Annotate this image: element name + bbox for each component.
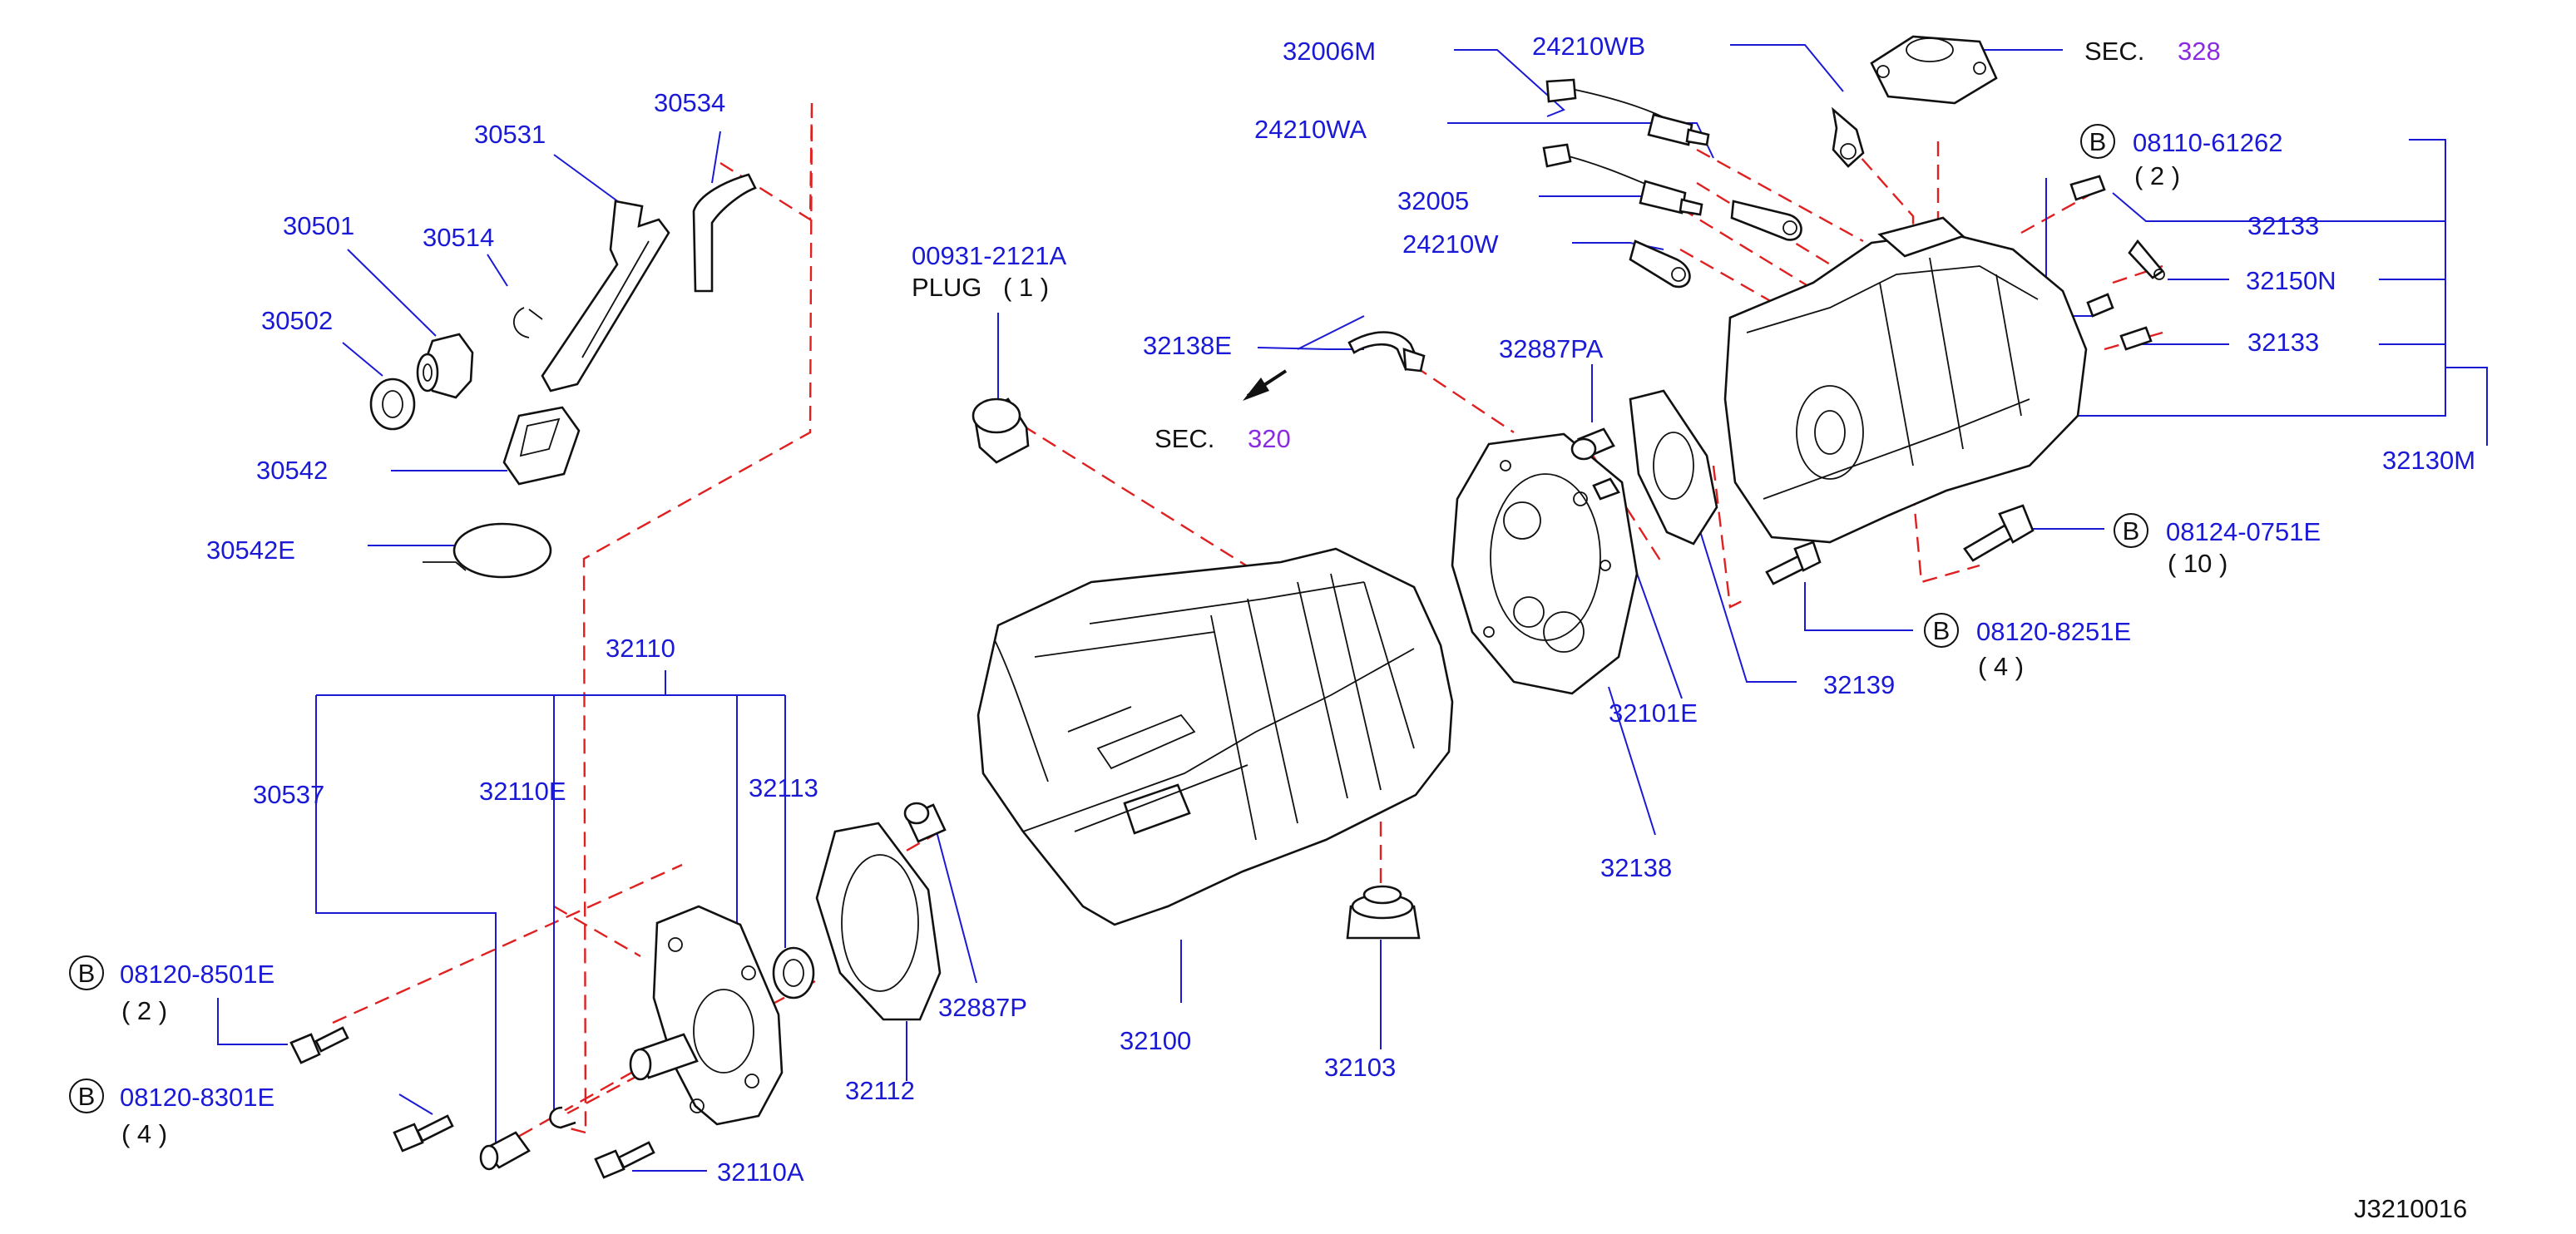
svg-text:B: B: [2123, 516, 2140, 545]
part-extension-housing-32130M: [1723, 216, 2088, 544]
part-bracket-32006M: [1832, 106, 1865, 168]
label-30542E: 30542E: [206, 536, 295, 565]
label-30537: 30537: [253, 780, 324, 809]
bolt-mark-08110-61262: B: [2080, 124, 2115, 159]
ref-sec-328: 328: [2178, 37, 2221, 66]
qty-08120-8251E: ( 4 ): [1978, 652, 2024, 681]
part-dowel-32887P: [903, 802, 947, 843]
label-sec-328: SEC.: [2084, 37, 2144, 66]
part-clip-30514: [512, 307, 543, 338]
part-harness-24210WA: [1542, 143, 1703, 216]
ref-sec-320: 320: [1248, 424, 1291, 453]
label-08110-61262: 08110-61262: [2133, 128, 2282, 157]
part-plug-32133-lower: [2119, 326, 2153, 351]
part-boot-30542: [502, 406, 581, 486]
alignment-lines: [332, 102, 2163, 1149]
label-sec-320: SEC.: [1155, 424, 1214, 453]
part-clip-32110E: [549, 1106, 576, 1129]
part-seal-32113: [772, 946, 815, 1000]
part-bolt-08120-8501E: [289, 1026, 349, 1064]
label-32110A: 32110A: [717, 1157, 804, 1187]
arrow-to-sec-320: [1243, 369, 1288, 401]
svg-text:B: B: [78, 959, 96, 988]
bolt-mark-08120-8301E: B: [69, 1079, 104, 1113]
label-32005: 32005: [1397, 186, 1469, 215]
label-32130M: 32130M: [2382, 446, 2475, 475]
label-30542: 30542: [256, 456, 328, 485]
part-plug-32133-upper: [2069, 175, 2106, 201]
label-32110: 32110: [606, 634, 675, 663]
label-30534: 30534: [654, 88, 725, 117]
part-plug-00931: [972, 397, 1030, 464]
label-32138E: 32138E: [1143, 331, 1232, 360]
part-spring-30534: [692, 173, 757, 293]
svg-text:B: B: [78, 1082, 96, 1111]
label-32103: 32103: [1324, 1053, 1396, 1082]
label-08120-8301E: 08120-8301E: [120, 1083, 274, 1112]
label-08124-0751E: 08124-0751E: [2166, 517, 2321, 546]
svg-text:B: B: [2089, 127, 2107, 156]
label-32138: 32138: [1600, 853, 1672, 882]
part-bolt-08120-8301E: [393, 1114, 454, 1153]
part-breather-32138E: [1347, 331, 1426, 373]
label-32112: 32112: [845, 1076, 915, 1105]
part-bolt-08110: [2086, 293, 2114, 318]
part-transmission-case-32100: [977, 547, 1454, 926]
label-32110E: 32110E: [479, 777, 566, 806]
part-clip-32005: [1730, 200, 1802, 241]
part-bolt-32110A: [594, 1141, 655, 1179]
bolt-mark-08120-8251E: B: [1924, 613, 1959, 648]
part-dowel-32887PA: [1570, 427, 1615, 461]
part-gasket-32139: [1629, 389, 1718, 545]
part-bolt-08124: [1963, 504, 2035, 562]
label-30514: 30514: [423, 223, 494, 252]
part-adapter-plate-32138: [1451, 432, 1639, 695]
label-24210W: 24210W: [1402, 230, 1499, 259]
label-32150N: 32150N: [2246, 266, 2336, 295]
label-32006M: 32006M: [1283, 37, 1376, 66]
label-32887P: 32887P: [938, 993, 1027, 1022]
label-30501: 30501: [283, 211, 354, 240]
svg-text:B: B: [1933, 616, 1951, 645]
part-band-30542E: [423, 522, 552, 579]
qty-plug: ( 1 ): [1003, 273, 1049, 302]
label-plug: PLUG: [912, 273, 981, 302]
part-drain-plug-32103: [1346, 885, 1421, 940]
label-32113: 32113: [749, 773, 818, 802]
label-32133-lower: 32133: [2247, 328, 2319, 357]
qty-08120-8501E: ( 2 ): [121, 996, 167, 1025]
qty-08110-61262: ( 2 ): [2134, 161, 2180, 190]
label-30502: 30502: [261, 306, 333, 335]
part-shift-fork-30531: [541, 200, 670, 392]
label-08120-8501E: 08120-8501E: [120, 960, 274, 989]
label-32101E: 32101E: [1609, 698, 1698, 728]
part-clip-32150N: [2128, 239, 2165, 280]
qty-08120-8301E: ( 4 ): [121, 1119, 167, 1148]
part-harness-24210WB: [1545, 78, 1710, 146]
part-clip-24210W: [1629, 239, 1691, 289]
label-24210WA: 24210WA: [1254, 115, 1367, 144]
part-labels: 30531 30534 30501 30514 30502 30542 3054…: [120, 32, 2475, 1223]
label-08120-8251E: 08120-8251E: [1976, 617, 2131, 646]
label-32139: 32139: [1823, 670, 1895, 699]
diagram-id: J3210016: [2354, 1194, 2467, 1223]
part-seal-30502: [369, 378, 416, 431]
part-bolt-08120-8251E: [1765, 540, 1822, 585]
qty-08124-0751E: ( 10 ): [2168, 549, 2227, 578]
part-dowel-32101E: [1592, 477, 1620, 501]
bolt-mark-08120-8501E: B: [69, 955, 104, 990]
bolt-mark-08124-0751E: B: [2114, 513, 2148, 548]
label-24210WB: 24210WB: [1532, 32, 1645, 61]
label-32100: 32100: [1120, 1026, 1191, 1055]
part-plug-30537: [479, 1131, 531, 1171]
label-32133-upper: 32133: [2247, 211, 2319, 240]
label-00931-2121A: 00931-2121A: [912, 241, 1066, 270]
part-front-cover-32110: [629, 905, 784, 1126]
label-32887PA: 32887PA: [1499, 334, 1604, 363]
label-30531: 30531: [474, 120, 546, 149]
part-bearing-30501: [416, 333, 474, 399]
part-top-cover-sec-328: [1870, 35, 1998, 105]
part-gasket-32112: [815, 822, 942, 1021]
